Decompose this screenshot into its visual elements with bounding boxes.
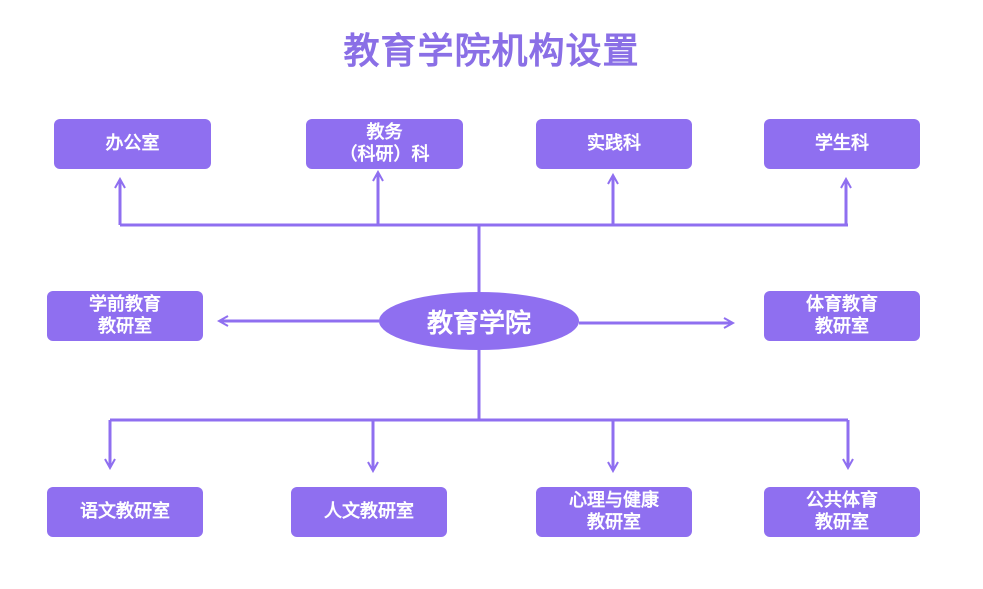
psychology-label-line2: 教研室	[587, 512, 641, 533]
pe-label-line1: 体育教育	[806, 294, 878, 315]
humanities-label: 人文教研室	[324, 501, 414, 522]
chinese-label: 语文教研室	[80, 501, 170, 522]
pe-label-line2: 教研室	[815, 316, 869, 337]
academic-affairs-box: 教务 （科研）科	[306, 119, 463, 169]
student-section-box: 学生科	[764, 119, 920, 169]
preschool-office-box: 学前教育 教研室	[47, 291, 203, 341]
student-section-label: 学生科	[815, 133, 869, 154]
center-node: 教育学院	[379, 292, 579, 350]
office-box: 办公室	[54, 119, 211, 169]
public-pe-label-line2: 教研室	[815, 512, 869, 533]
preschool-label-line2: 教研室	[98, 316, 152, 337]
psychology-office-box: 心理与健康 教研室	[536, 487, 692, 537]
pe-office-box: 体育教育 教研室	[764, 291, 920, 341]
academic-affairs-label-line2: （科研）科	[339, 144, 430, 165]
public-pe-office-box: 公共体育 教研室	[764, 487, 920, 537]
practice-section-box: 实践科	[536, 119, 692, 169]
public-pe-label-line1: 公共体育	[806, 490, 878, 511]
practice-section-label: 实践科	[587, 133, 641, 154]
humanities-office-box: 人文教研室	[291, 487, 447, 537]
preschool-label-line1: 学前教育	[89, 294, 161, 315]
diagram-title: 教育学院机构设置	[343, 31, 640, 72]
chinese-office-box: 语文教研室	[47, 487, 203, 537]
office-label: 办公室	[105, 133, 160, 154]
psychology-label-line1: 心理与健康	[569, 490, 659, 511]
academic-affairs-label-line1: 教务	[366, 122, 403, 143]
